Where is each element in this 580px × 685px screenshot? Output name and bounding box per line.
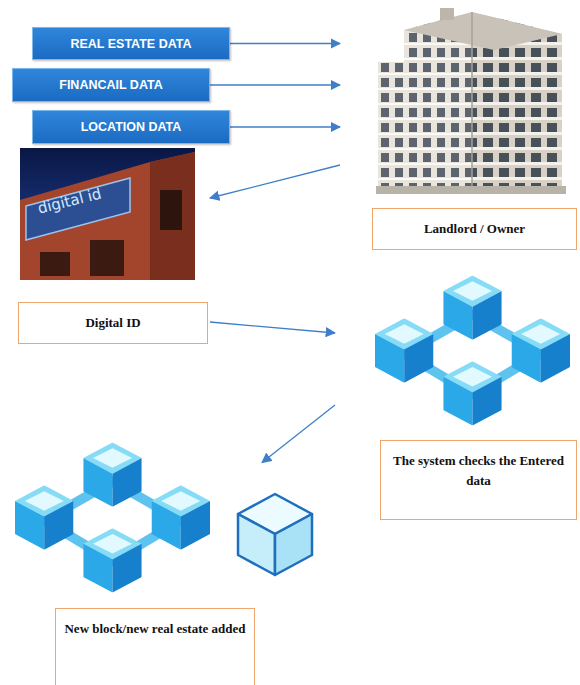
node-text: REAL ESTATE DATA (70, 37, 191, 51)
flow-arrow (230, 126, 340, 127)
flow-arrow (210, 84, 340, 85)
blockchain-icon (375, 275, 570, 425)
caption-box: Digital ID (18, 302, 208, 344)
node-text: FINANCAIL DATA (59, 78, 162, 92)
data-box: LOCATION DATA (32, 110, 230, 144)
blockchain-icon (15, 442, 210, 592)
node-group: Digital ID (18, 148, 210, 338)
node-text: LOCATION DATA (81, 120, 182, 134)
flow-arrow (230, 43, 340, 44)
new-block-cube (238, 494, 312, 575)
flow-arrow (262, 405, 335, 463)
node-text: Landlord / Owner (424, 219, 525, 239)
node-text: Digital ID (85, 313, 140, 333)
caption-box: New block/new real estate added (55, 608, 255, 685)
building-illustration (376, 8, 566, 194)
data-box: FINANCAIL DATA (12, 68, 210, 102)
flow-arrow (210, 322, 335, 333)
caption-box: The system checks the Entered data (380, 440, 577, 520)
node-text: New block/new real estate added (64, 619, 245, 639)
node-group: The system checks the Entered data (335, 272, 580, 522)
node-group: New block/new real estate added (12, 440, 262, 685)
flow-arrow (210, 165, 340, 198)
caption-box: Landlord / Owner (372, 208, 577, 250)
data-box: REAL ESTATE DATA (32, 27, 230, 60)
node-text: The system checks the Entered data (389, 451, 568, 491)
node-group: Landlord / Owner (340, 5, 580, 255)
office-photo (20, 148, 195, 280)
